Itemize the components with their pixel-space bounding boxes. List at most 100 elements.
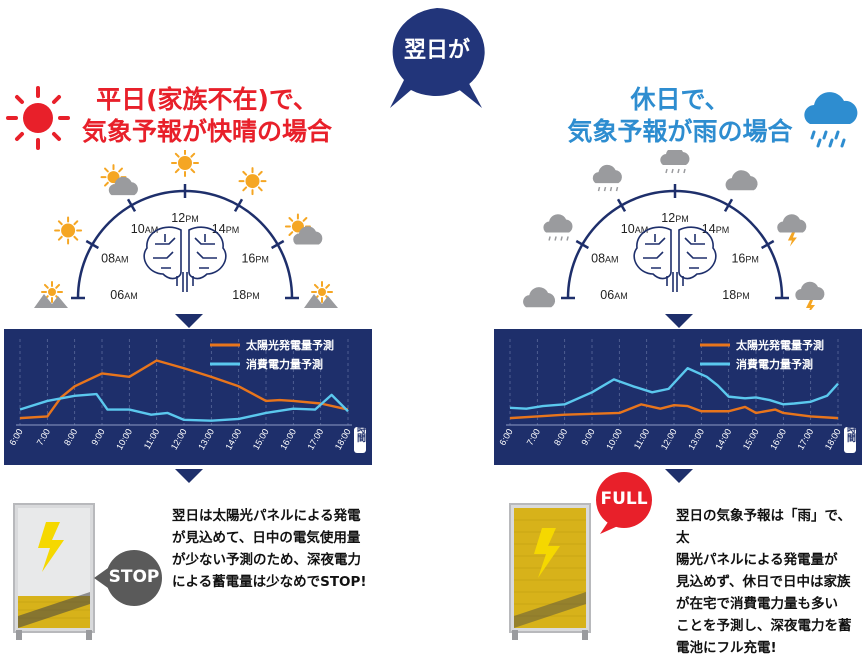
chart-x-tick: 18:00: [333, 427, 353, 452]
rain-cloud-icon: [543, 214, 573, 241]
right-heading-line1: 休日で、: [630, 85, 730, 114]
chart-x-tick: 8:00: [552, 427, 569, 447]
dial-label: 08AM: [591, 252, 618, 266]
cloud-icon: [725, 170, 758, 191]
chart-x-tick: 7:00: [525, 427, 542, 447]
chart-x-tick: 12:00: [659, 427, 679, 452]
chart-series-line: [19, 359, 349, 420]
dial-label: 18PM: [722, 288, 749, 302]
dial-label: 12PM: [171, 211, 198, 225]
chart-x-tick: 11:00: [142, 427, 162, 451]
chart-x-tick: 13:00: [196, 427, 216, 452]
dial-label: 10AM: [621, 222, 648, 236]
down-arrow-icon: [665, 314, 693, 328]
chart-series-line: [509, 367, 839, 410]
chart-x-tick: 18:00: [823, 427, 843, 452]
down-arrow-icon: [175, 314, 203, 328]
chart-x-tick: 11:00: [632, 427, 652, 451]
chart-x-tick: 8:00: [62, 427, 79, 447]
down-arrow-icon: [175, 469, 203, 483]
dial-tick: [126, 198, 137, 213]
left-battery: [13, 503, 95, 640]
right-desc-line: ことを予測し、深夜電力を蓄: [676, 618, 852, 634]
bubble-text: 翌日が: [403, 38, 470, 63]
dial-tick: [270, 239, 285, 250]
dial-label: 14PM: [702, 222, 729, 236]
dial-tick: [616, 198, 627, 213]
dial-tick: [233, 198, 244, 213]
full-badge-text: FULL: [600, 489, 648, 509]
chart-x-tick: 10:00: [114, 427, 134, 452]
dial-label: 12PM: [661, 211, 688, 225]
right-heading-line2: 気象予報が雨の場合: [567, 117, 793, 146]
speech-bubble: [390, 8, 485, 108]
left-desc-line: 翌日は太陽光パネルによる発電: [172, 508, 361, 524]
chart-x-label: 時間: [845, 423, 856, 443]
dial-label: 08AM: [101, 252, 128, 266]
dial-label: 06AM: [600, 288, 627, 302]
left-heading-line2: 気象予報が快晴の場合: [81, 117, 332, 146]
rain-cloud-icon: [592, 164, 622, 192]
thunder-cloud-icon: [777, 214, 807, 247]
left-clock-dial: 06AM 08AM 10AM 12PM 14PM 16PM 18PM: [34, 150, 338, 308]
chart-x-tick: 16:00: [278, 427, 298, 452]
stop-badge-text: STOP: [108, 567, 160, 587]
right-clock-dial: 06AM 08AM 10AM 12PM 14PM 16PM 18PM: [523, 150, 825, 310]
chart-x-label-box: [354, 427, 366, 453]
chart-series-line: [19, 392, 349, 422]
chart-x-tick: 15:00: [251, 427, 271, 452]
left-desc-line: が少ない予測のため、深夜電力: [172, 552, 361, 568]
chart-x-label: 時間: [355, 423, 366, 443]
rain-cloud-icon: [804, 92, 858, 148]
chart-x-tick: 6:00: [497, 427, 514, 447]
mountain-sun-icon: [304, 281, 338, 308]
chart-x-tick: 10:00: [604, 427, 624, 452]
chart-x-tick: 9:00: [579, 427, 596, 447]
sun-cloud-icon: [100, 164, 138, 196]
dial-tick: [85, 239, 100, 250]
chart-x-tick: 9:00: [89, 427, 106, 447]
down-arrow-icon: [665, 469, 693, 483]
sun-icon: [238, 167, 267, 196]
dial-tick: [723, 198, 734, 213]
mountain-sun-icon: [34, 281, 68, 308]
right-desc-line: 翌日の気象予報は「雨」で、太: [676, 508, 851, 546]
dial-label: 06AM: [110, 288, 137, 302]
cloud-icon: [523, 287, 556, 308]
right-chart-panel: 6:00 7:00 8:00 9:00 10:00 11:00 12:00 13:00 14:0…: [494, 329, 862, 465]
sun-icon: [6, 86, 70, 150]
chart-x-tick: 14:00: [713, 427, 733, 452]
chart-x-tick: 6:00: [7, 427, 24, 447]
dial-label: 16PM: [731, 252, 758, 266]
sun-icon: [54, 216, 83, 245]
left-heading-line1: 平日(家族不在)で、: [96, 85, 318, 114]
chart-x-tick: 14:00: [223, 427, 243, 452]
legend-label: 太陽光発電量予測: [735, 338, 824, 352]
brain-circuit-icon: [633, 226, 717, 292]
chart-x-tick: 16:00: [768, 427, 788, 452]
rain-cloud-icon: [660, 150, 690, 174]
legend-label: 消費電力量予測: [246, 357, 323, 371]
dial-label: 18PM: [232, 288, 259, 302]
chart-x-tick: 15:00: [741, 427, 761, 452]
right-battery: [509, 503, 591, 640]
dial-label: 14PM: [212, 222, 239, 236]
right-desc-line: 見込めず、休日で日中は家族: [676, 574, 851, 590]
left-desc-line: が見込めて、日中の電気使用量: [172, 530, 361, 546]
chart-x-tick: 13:00: [686, 427, 706, 452]
chart-x-label-box: [844, 427, 856, 453]
chart-x-tick: 17:00: [795, 427, 815, 452]
dial-label: 16PM: [241, 252, 268, 266]
chart-series-line: [509, 403, 839, 420]
sun-icon: [171, 150, 199, 177]
stop-badge: [94, 550, 162, 606]
dial-label: 10AM: [131, 222, 158, 236]
chart-x-tick: 12:00: [169, 427, 189, 452]
right-desc-line: 陽光パネルによる発電量が: [676, 552, 838, 568]
sun-cloud-icon: [284, 213, 323, 245]
full-badge: [596, 472, 652, 534]
left-desc-line: による蓄電量は少なめでSTOP!: [172, 574, 367, 590]
dial-tick: [760, 239, 775, 250]
